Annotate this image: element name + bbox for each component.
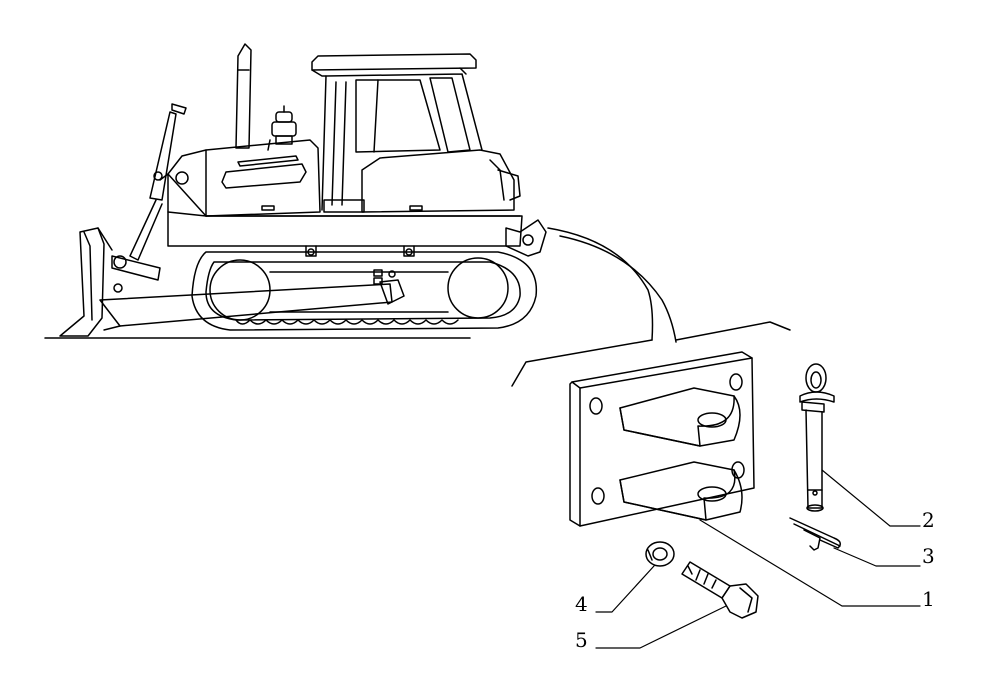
leader-5: [595, 605, 727, 649]
dozer-blade: [59, 227, 105, 337]
bulldozer-illustration: [44, 43, 547, 339]
part-5-bolt: [681, 561, 759, 619]
track-frame: [191, 251, 538, 331]
exhaust-stack: [235, 43, 252, 149]
leader-3: [833, 547, 921, 567]
part-3-r-clip: [789, 517, 841, 551]
part-4-lock-washer: [645, 541, 675, 567]
air-precleaner: [271, 105, 297, 145]
tilt-cylinder: [111, 255, 161, 281]
leader-1: [699, 519, 921, 607]
part-1-tow-plate: [569, 351, 755, 527]
rear-hitch: [505, 219, 547, 257]
idler-wheel: [209, 259, 271, 321]
track-rollers: [235, 319, 459, 325]
leader-4: [595, 565, 655, 613]
callout-4: 4: [575, 592, 588, 616]
leader-2: [821, 469, 921, 527]
lift-cylinder: [129, 103, 187, 261]
drive-sprocket: [447, 257, 509, 319]
part-2-hitch-pin: [799, 363, 835, 512]
cab-frame: [321, 73, 483, 211]
callout-5: 5: [575, 628, 588, 652]
detail-frame: [511, 227, 791, 387]
callout-2: 2: [922, 508, 935, 532]
engine-hood: [167, 139, 321, 217]
cab-roof: [311, 53, 477, 71]
rear-body: [361, 149, 515, 213]
callout-1: 1: [922, 587, 935, 611]
leader-lines: [595, 469, 921, 649]
callout-3: 3: [922, 544, 935, 568]
